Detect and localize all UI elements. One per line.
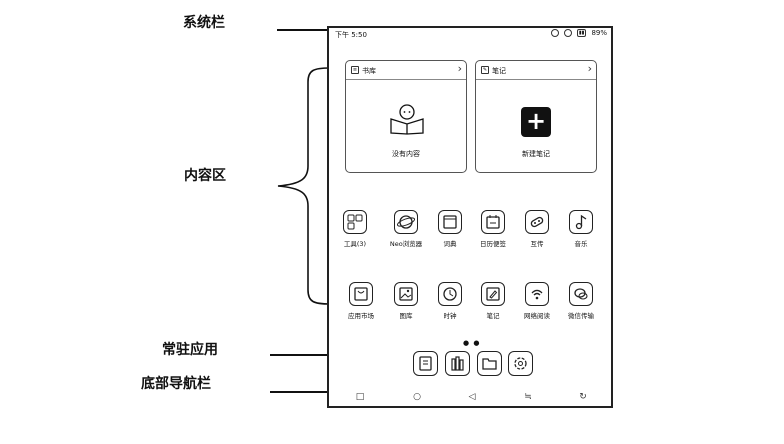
library-card-header[interactable]: ≡ 书库 › <box>346 61 466 80</box>
new-note-label: 新建笔记 <box>522 150 550 158</box>
annotation-statusbar: 系统栏 <box>183 15 225 31</box>
app-clock[interactable]: 时钟 <box>428 282 472 320</box>
app-calendar[interactable]: 日历便签 <box>471 210 515 248</box>
battery-level: 89% <box>591 29 607 37</box>
wifi-book-icon <box>525 282 549 306</box>
app-music[interactable]: 音乐 <box>559 210 603 248</box>
nav-refresh-button[interactable]: ↻ <box>579 392 587 402</box>
library-empty-text: 没有内容 <box>392 150 420 158</box>
clock-icon <box>438 282 462 306</box>
new-note-button[interactable]: + <box>521 107 551 137</box>
tools-folder-icon <box>343 210 367 234</box>
chevron-right-icon[interactable]: › <box>457 62 462 75</box>
folder-icon <box>482 358 497 370</box>
brightness-icon <box>550 29 559 37</box>
settings-icon <box>514 357 527 370</box>
sync-icon <box>563 29 572 37</box>
note-icon: ✎ <box>481 66 489 74</box>
app-label: 音乐 <box>574 240 588 248</box>
dock-bookshelf-button[interactable] <box>445 351 470 376</box>
notes-card-header[interactable]: ✎ 笔记 › <box>476 61 596 80</box>
app-gallery[interactable]: 图库 <box>384 282 428 320</box>
chevron-right-icon[interactable]: › <box>587 62 592 75</box>
store-icon <box>349 282 373 306</box>
app-notes[interactable]: 笔记 <box>471 282 515 320</box>
nav-menu-button[interactable]: ≒ <box>524 392 532 402</box>
app-browser[interactable]: Neo浏览器 <box>384 210 428 248</box>
app-label: 图库 <box>399 312 413 320</box>
annotation-navbar: 底部导航栏 <box>141 376 211 392</box>
dock-settings-button[interactable] <box>508 351 533 376</box>
annotation-content: 内容区 <box>184 168 226 184</box>
app-tools[interactable]: 工具(3) <box>333 210 377 248</box>
app-dictionary[interactable]: 词典 <box>428 210 472 248</box>
app-transfer[interactable]: 互传 <box>515 210 559 248</box>
dock-files-button[interactable] <box>477 351 502 376</box>
notes-card-title: 笔记 <box>492 67 506 75</box>
transfer-icon <box>525 210 549 234</box>
app-label: 微信传输 <box>568 312 594 320</box>
library-icon <box>419 356 432 371</box>
app-label: 时钟 <box>443 312 457 320</box>
app-web-reading[interactable]: 网络阅读 <box>515 282 559 320</box>
app-store[interactable]: 应用市场 <box>339 282 383 320</box>
notes-card[interactable]: ✎ 笔记 › + 新建笔记 <box>475 60 597 173</box>
reading-person-icon <box>390 104 424 135</box>
page-indicator: ● ● <box>463 339 481 347</box>
status-bar: 下午 5:50 ▮▮ 89% <box>329 28 611 42</box>
pen-icon <box>481 282 505 306</box>
app-label: Neo浏览器 <box>389 240 423 248</box>
device-screen: 下午 5:50 ▮▮ 89% ≡ 书库 › 没有内容 ✎ 笔记 › + 新建笔记 <box>327 26 613 408</box>
app-wechat-transfer[interactable]: 微信传输 <box>559 282 603 320</box>
dictionary-icon <box>438 210 462 234</box>
app-label: 工具(3) <box>343 240 367 248</box>
content-brace <box>277 67 331 305</box>
nav-back-button[interactable]: ◁ <box>468 392 476 402</box>
gallery-icon <box>394 282 418 306</box>
app-label: 网络阅读 <box>524 312 550 320</box>
calendar-icon <box>481 210 505 234</box>
library-card-title: 书库 <box>362 67 376 75</box>
annotation-dock: 常驻应用 <box>162 342 218 358</box>
app-label: 互传 <box>530 240 544 248</box>
dock-library-button[interactable] <box>413 351 438 376</box>
nav-recent-button[interactable]: □ <box>355 392 365 402</box>
nav-home-button[interactable]: ○ <box>413 392 421 402</box>
app-label: 应用市场 <box>348 312 374 320</box>
wechat-icon <box>569 282 593 306</box>
music-icon <box>569 210 593 234</box>
app-label: 词典 <box>443 240 457 248</box>
battery-icon: ▮▮ <box>576 29 587 37</box>
library-card[interactable]: ≡ 书库 › 没有内容 <box>345 60 467 173</box>
app-label: 日历便签 <box>480 240 506 248</box>
status-time: 下午 5:50 <box>335 31 367 39</box>
bookshelf-icon <box>451 356 464 371</box>
app-label: 笔记 <box>486 312 500 320</box>
planet-icon <box>394 210 418 234</box>
library-icon: ≡ <box>351 66 359 74</box>
